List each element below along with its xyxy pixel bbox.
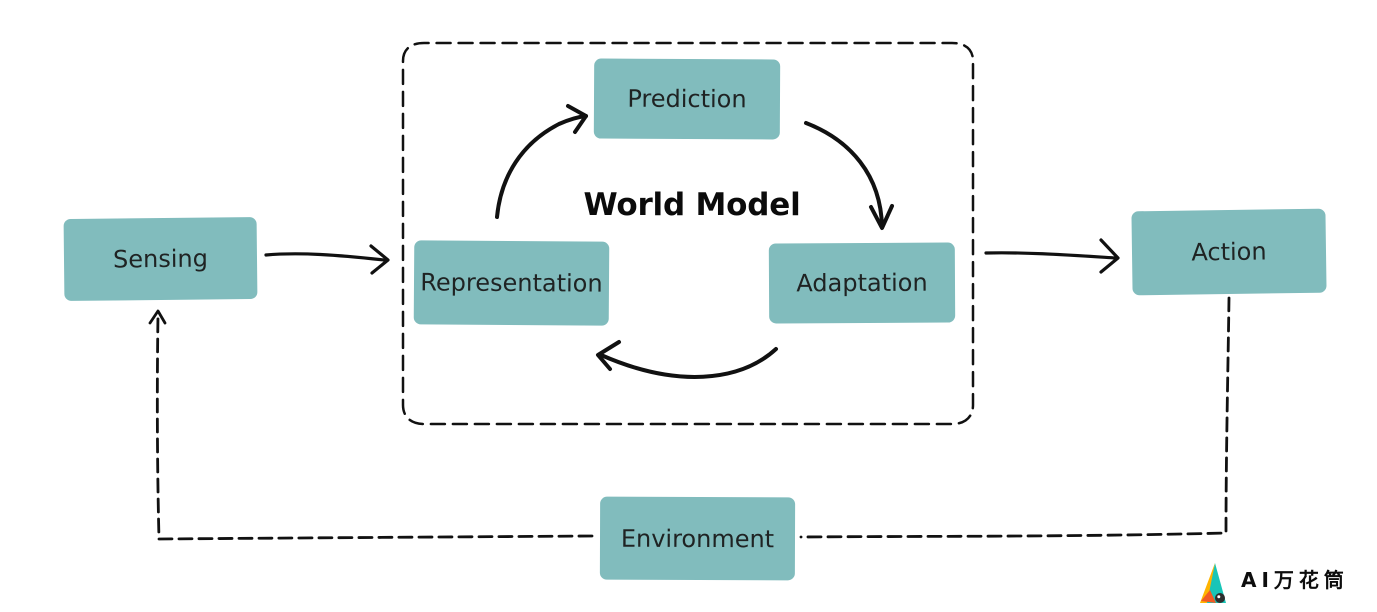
adaptation-to-representation-arrow [596,340,778,379]
environment-to-sensing-dashed-arrow [148,309,594,541]
prediction-node: Prediction [593,58,781,140]
wedge-logo-icon [1200,563,1226,603]
adaptation-node: Adaptation [768,242,956,324]
prediction-to-adaptation-arrow [804,121,894,230]
brand-watermark-text: AI万花筒 [1241,568,1349,592]
environment-node: Environment [599,496,796,581]
representation-node: Representation [413,240,610,326]
sensing-node: Sensing [63,216,258,302]
world-model-dashed-frame [401,41,975,426]
sensing-to-representation-arrow [264,244,390,275]
adaptation-to-action-arrow [984,238,1120,274]
action-to-environment-dashed-line [799,296,1231,539]
representation-to-prediction-arrow [495,104,588,219]
action-node: Action [1131,208,1327,296]
world-model-title: World Model [583,187,801,223]
brand-watermark: AI万花筒 [1197,562,1367,606]
